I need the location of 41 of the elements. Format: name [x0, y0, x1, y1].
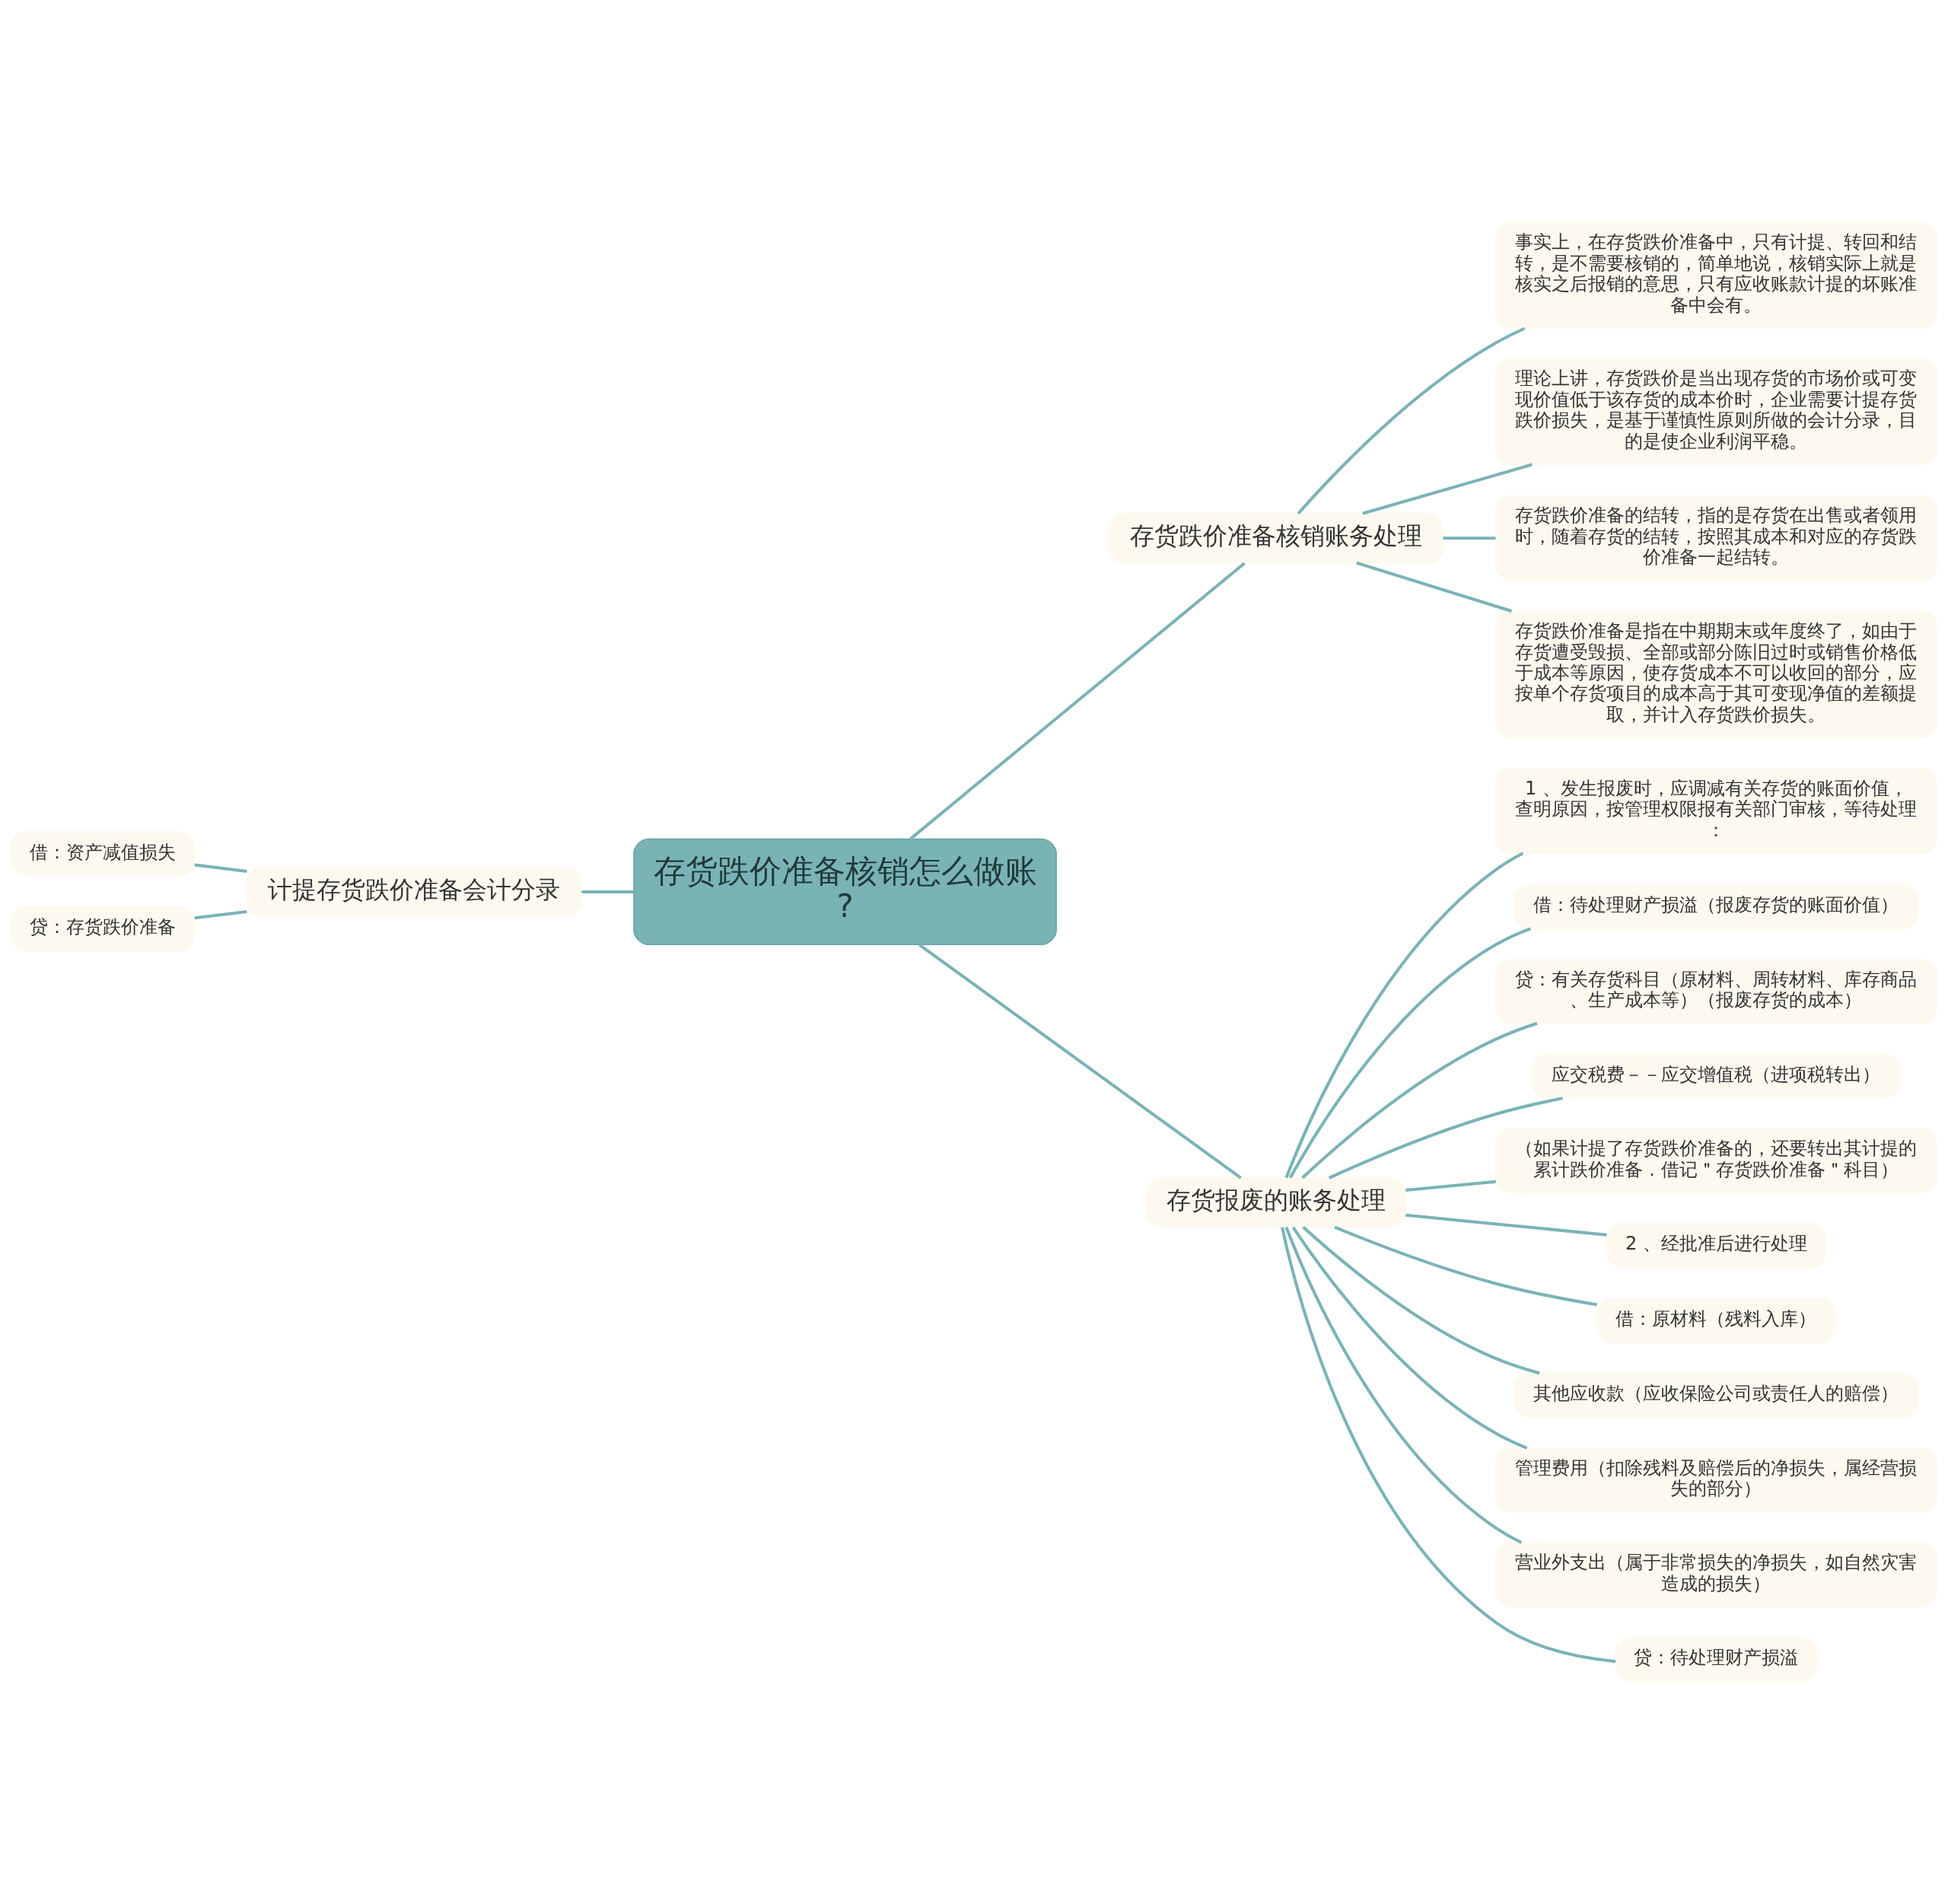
connector — [1405, 1213, 1607, 1237]
node-box: 营业外支出（属于非常损失的净损失，如自然灾害造成的损失） — [1495, 1542, 1937, 1607]
node-box: 事实上，在存货跌价准备中，只有计提、转回和结转，是不需要核销的，简单地说，核销实际上就是核实之后报销的意思，只有应收账款计提的坏账准备中会有。 — [1495, 221, 1937, 330]
connector — [918, 944, 1242, 1180]
connector — [1281, 1227, 1616, 1664]
connector — [581, 890, 634, 893]
connector — [1362, 463, 1533, 515]
node-box: 存货跌价准备是指在中期期末或年度终了，如由于存货遭受毁损、全部或部分陈旧过时或销售价格低于成本等原因，使存货成本不可以收回的部分，应按单个存货项目的成本高于其可变现净值的差额提取，并计入存货跌价损失。 — [1495, 610, 1937, 739]
node-box: （如果计提了存货跌价准备的，还要转出其计提的累计跌价准备．借记＂存货跌价准备＂科目） — [1495, 1128, 1937, 1194]
connector — [1328, 1097, 1563, 1180]
node-box: 存货报废的账务处理 — [1145, 1177, 1407, 1228]
node-box: 理论上讲，存货跌价是当出现存货的市场价或可变现价值低于该存货的成本价时，企业需要计提存货跌价损失，是基于谨慎性原则所做的会计分录，目的是使企业利润平稳。 — [1495, 358, 1937, 466]
node-box: 借：资产减值损失 — [11, 831, 196, 877]
node-box: 贷：待处理财产损溢 — [1615, 1636, 1818, 1683]
node-box: 2 、经批准后进行处理 — [1606, 1222, 1826, 1269]
node-box: 其他应收款（应收保险公司或责任人的赔偿） — [1514, 1372, 1919, 1418]
node-box: 存货跌价准备核销怎么做账? — [633, 838, 1057, 946]
node-box: 存货跌价准备的结转，指的是存货在出售或者领用时，随着存货的结转，按照其成本和对应的存货跌价准备一起结转。 — [1495, 495, 1937, 581]
connector — [1334, 1225, 1598, 1307]
node-box: 管理费用（扣除残料及赔偿后的净损失，属经营损失的部分） — [1495, 1447, 1937, 1513]
connector — [1301, 1021, 1538, 1180]
connector — [1291, 1226, 1528, 1450]
connector — [1405, 1180, 1496, 1192]
node-box: 存货跌价准备核销账务处理 — [1108, 513, 1444, 564]
connector — [1356, 561, 1512, 613]
node-box: 借：待处理财产损溢（报废存货的账面价值） — [1514, 884, 1919, 930]
node-box: 应交税费－－应交增值税（进项税转出） — [1532, 1053, 1901, 1099]
connector — [909, 562, 1246, 840]
connector — [1443, 536, 1496, 540]
node-box: 1 、发生报废时，应调减有关存货的账面价值，查明原因，按管理权限报有关部门审核，等待处理： — [1495, 767, 1937, 854]
connector — [194, 863, 247, 874]
connector — [1284, 852, 1524, 1179]
connector — [1297, 326, 1526, 515]
node-box: 贷：有关存货科目（原材料、周转材料、库存商品、生产成本等）（报废存货的成本） — [1495, 958, 1937, 1024]
connector — [1288, 927, 1532, 1179]
connector — [1284, 1226, 1523, 1544]
node-box: 计提存货跌价准备会计分录 — [246, 866, 582, 917]
node-box: 贷：存货跌价准备 — [11, 906, 196, 952]
node-box: 借：原材料（残料入库） — [1596, 1297, 1836, 1343]
connector — [194, 909, 247, 920]
connector — [1302, 1226, 1540, 1375]
